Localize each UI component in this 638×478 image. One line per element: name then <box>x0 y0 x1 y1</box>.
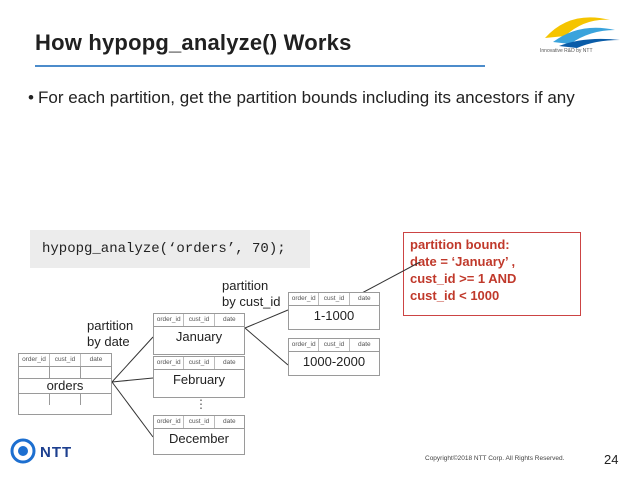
innovative-rnd-logo <box>515 8 635 66</box>
table-name: January <box>175 329 223 344</box>
column-header: date <box>222 316 236 323</box>
code-snippet: hypopg_analyze(‘orders’, 70); <box>30 230 310 268</box>
table-name: February <box>172 372 226 387</box>
page-number: 24 <box>604 452 619 467</box>
column-header: date <box>357 341 371 348</box>
connector-orders-january <box>111 336 154 383</box>
column-header: cust_id <box>50 354 81 366</box>
table-header: order_id cust_id date <box>154 357 244 370</box>
label-line: partition <box>222 278 269 293</box>
ntt-wordmark: NTT <box>40 444 73 461</box>
column-header: cust_id <box>319 293 350 305</box>
connector-january-range1 <box>244 309 289 329</box>
connector-orders-february <box>111 377 154 383</box>
column-header: order_id <box>154 416 185 428</box>
connector-orders-december <box>111 381 154 438</box>
copyright-text: Copyright©2018 NTT Corp. All Rights Rese… <box>425 455 565 462</box>
column-header: date <box>222 359 236 366</box>
column-header: cust_id <box>319 339 350 351</box>
partition-by-cust-label: partition by cust_id <box>222 278 281 310</box>
february-table: order_id cust_id date February <box>153 356 245 398</box>
table-name: 1-1000 <box>313 308 355 323</box>
table-row <box>19 367 111 378</box>
ntt-logo-icon <box>10 438 36 469</box>
callout-line-1: partition bound: <box>410 237 510 252</box>
column-header: date <box>89 356 103 363</box>
label-line: by date <box>87 334 130 349</box>
column-header: date <box>357 295 371 302</box>
logo-caption: Innovative R&D by NTT <box>540 48 593 54</box>
partition-by-date-label: partition by date <box>87 318 133 350</box>
partition-bound-callout: partition bound: date = ‘January’ , cust… <box>403 232 581 316</box>
table-header: order_id cust_id date <box>289 339 379 352</box>
orders-table: order_id cust_id date orders <box>18 353 112 415</box>
bullet-dot-icon: • <box>28 88 34 107</box>
column-header: cust_id <box>184 416 215 428</box>
column-header: cust_id <box>184 314 215 326</box>
title-underline <box>35 65 485 67</box>
bullet-point: •For each partition, get the partition b… <box>28 88 598 108</box>
table-header: order_id cust_id date <box>19 354 111 367</box>
label-line: partition <box>87 318 134 333</box>
january-table: order_id cust_id date January <box>153 313 245 355</box>
column-header: order_id <box>154 357 185 369</box>
bullet-text: For each partition, get the partition bo… <box>38 88 575 107</box>
column-header: order_id <box>19 354 50 366</box>
column-header: cust_id <box>184 357 215 369</box>
column-header: date <box>222 418 236 425</box>
vertical-ellipsis: ⋮ <box>195 397 207 411</box>
table-row <box>19 393 111 405</box>
december-table: order_id cust_id date December <box>153 415 245 455</box>
table-name: 1000-2000 <box>302 354 366 369</box>
range-1000-2000-table: order_id cust_id date 1000-2000 <box>288 338 380 376</box>
callout-line-2: date = ‘January’ , <box>410 254 516 269</box>
table-header: order_id cust_id date <box>289 293 379 306</box>
connector-january-range2 <box>244 327 289 366</box>
table-name: orders <box>19 378 111 393</box>
table-header: order_id cust_id date <box>154 416 244 429</box>
column-header: order_id <box>289 339 320 351</box>
slide-title: How hypopg_analyze() Works <box>35 30 352 55</box>
column-header: order_id <box>154 314 185 326</box>
table-name: December <box>169 431 229 446</box>
range-1-1000-table: order_id cust_id date 1-1000 <box>288 292 380 330</box>
callout-line-3: cust_id >= 1 AND <box>410 271 517 286</box>
table-header: order_id cust_id date <box>154 314 244 327</box>
column-header: order_id <box>289 293 320 305</box>
label-line: by cust_id <box>222 294 281 309</box>
callout-line-4: cust_id < 1000 <box>410 288 500 303</box>
